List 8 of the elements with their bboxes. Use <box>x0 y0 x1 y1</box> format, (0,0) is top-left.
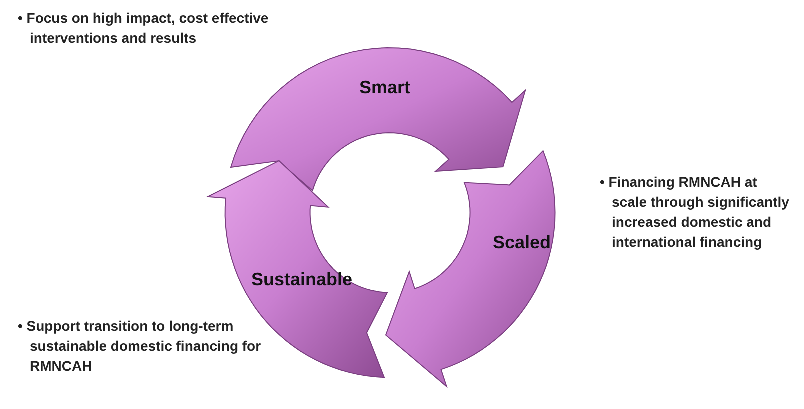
bullet-text: • Financing RMNCAH at scale through significantly increased domestic and international financing <box>600 173 790 252</box>
segment-label: Sustainable <box>251 269 352 290</box>
bullet-text: • Focus on high impact, cost effective interventions and results <box>18 9 270 48</box>
segment-label: Scaled <box>492 232 551 254</box>
bullet-text: • Support transition to long-term sustainable domestic financing for RMNCAH <box>18 317 262 376</box>
segment-label: Smart <box>359 77 410 98</box>
cycle-segment <box>386 151 555 388</box>
cycle-segment <box>231 48 526 191</box>
